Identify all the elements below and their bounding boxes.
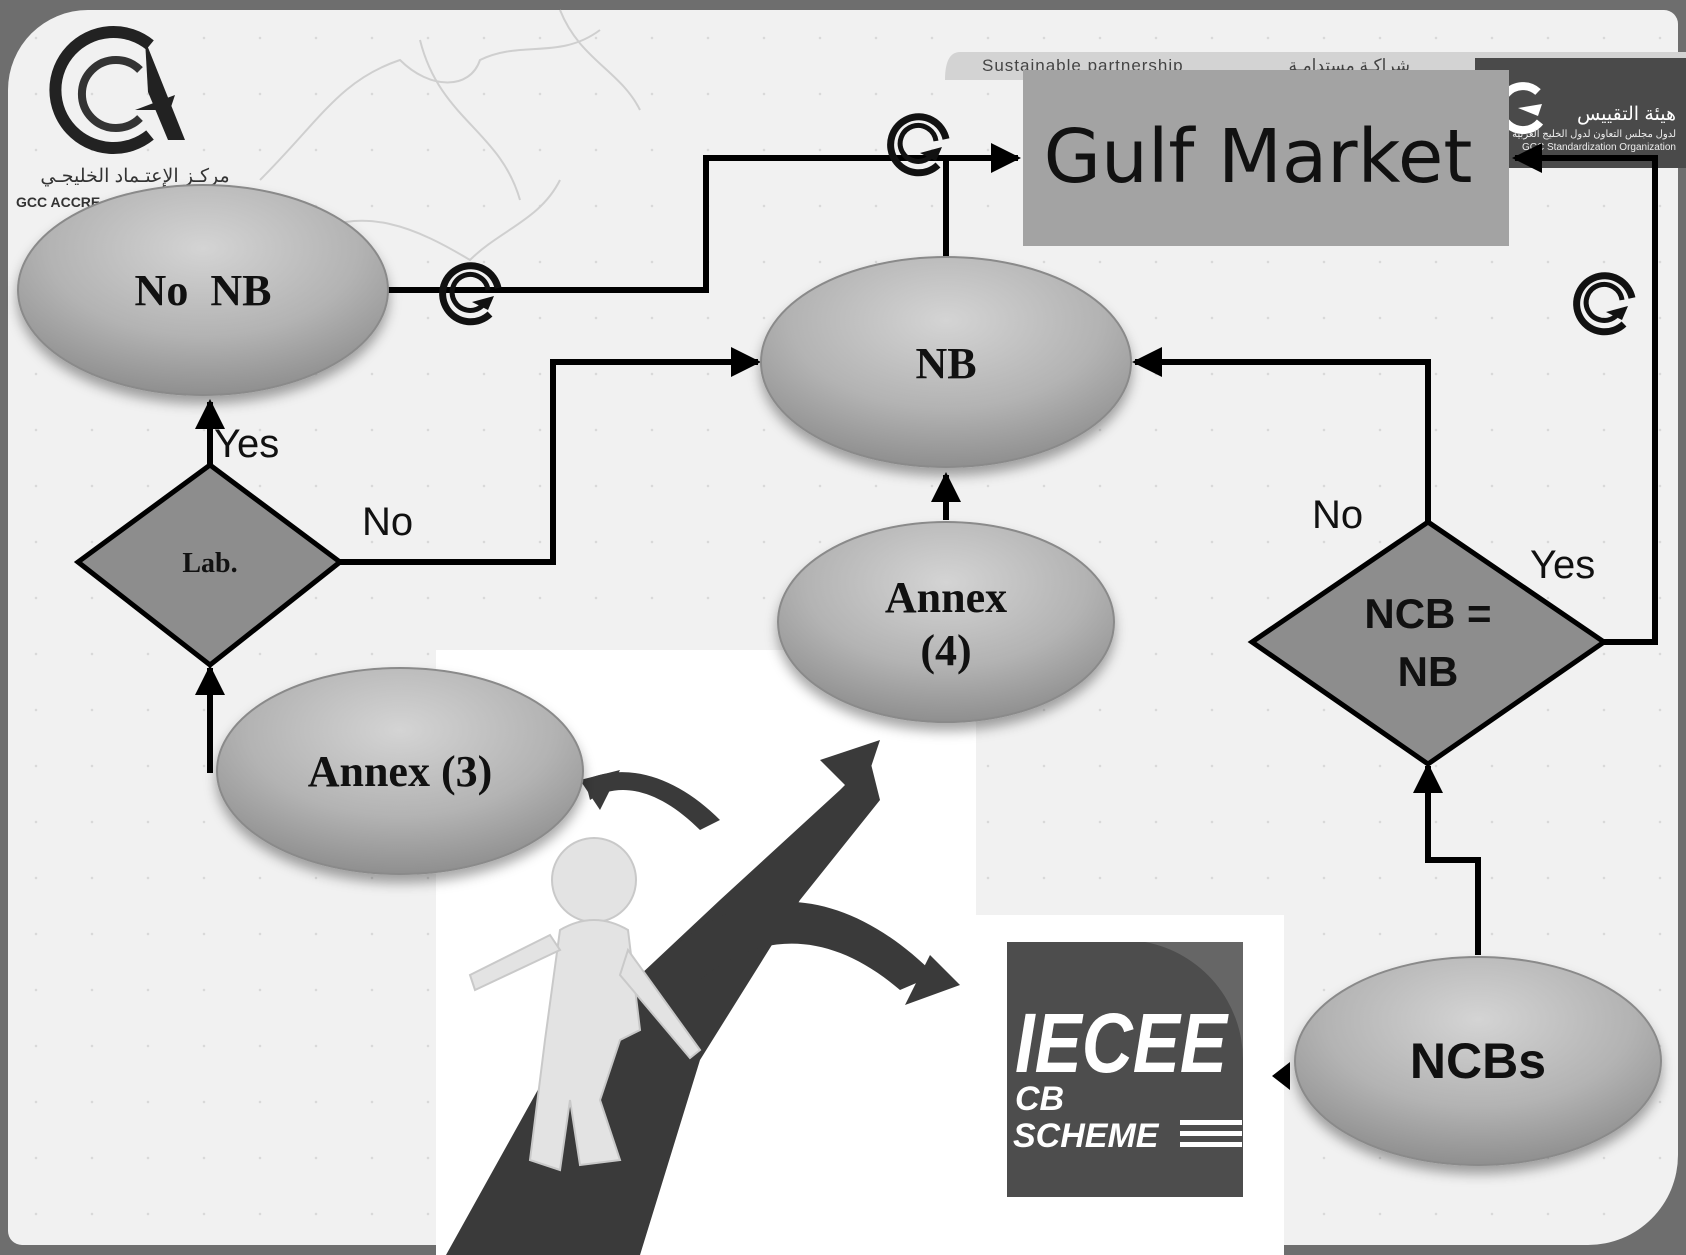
left-logo-arabic: مركـز الإعتـماد الخليجـي <box>40 166 229 187</box>
edge-lab-no-to-nb <box>340 347 761 565</box>
node-lab-decision: Lab. <box>73 461 345 669</box>
iecee-title: IECEE <box>1015 996 1229 1090</box>
gso-english: GCC Standardization Organization <box>1522 142 1676 153</box>
gso-logo: هيئة التقييس لدول مجلس التعاون لدول الخل… <box>1475 58 1686 168</box>
annex4-line2: (4) <box>920 626 971 675</box>
gso-arabic: هيئة التقييس <box>1577 104 1676 125</box>
no-nb-label: No NB <box>135 266 272 315</box>
small-c-mark-icon <box>891 117 946 173</box>
annex4-line1: Annex <box>885 573 1007 622</box>
left-logo-english: GCC ACCRE <box>16 194 100 210</box>
node-ncbs: NCBs <box>1294 956 1662 1166</box>
puzzle-decoration <box>259 9 641 262</box>
ncb-eq-line1: NCB = <box>1364 590 1491 637</box>
ncbs-label: NCBs <box>1410 1033 1546 1089</box>
ncb-eq-line2: NB <box>1398 648 1459 695</box>
small-c-mark-icon <box>443 266 498 322</box>
node-annex3: Annex (3) <box>216 667 584 875</box>
edge-ncb-yes-to-gulf <box>1512 143 1658 645</box>
gulf-market-label: Gulf Market <box>1044 114 1473 200</box>
node-nb: NB <box>760 256 1132 468</box>
nb-label: NB <box>915 339 976 388</box>
node-no-nb: No NB <box>17 184 389 396</box>
edge-ncbs-to-ncb <box>1413 763 1481 955</box>
arrow-ncbs-to-iecee <box>1272 1062 1290 1090</box>
edge-ncb-no-to-nb <box>1132 347 1431 522</box>
edge-nonb-to-gulf <box>388 143 1021 293</box>
gcc-accreditation-logo: مركـز الإعتـماد الخليجـي GCC ACCRE <box>16 26 230 210</box>
iecee-logo: IECEE CB SCHEME <box>1007 942 1243 1197</box>
connectors <box>195 143 1658 955</box>
lab-yes-label: Yes <box>214 422 279 466</box>
gulf-market-box: Gulf Market <box>1023 70 1509 246</box>
small-c-mark-icon <box>1577 276 1632 332</box>
ncb-yes-label: Yes <box>1530 543 1595 587</box>
lab-label: Lab. <box>182 548 237 579</box>
node-annex4: Annex (4) <box>777 521 1115 723</box>
iecee-scheme: SCHEME <box>1013 1117 1160 1155</box>
annex3-label: Annex (3) <box>308 747 493 796</box>
iecee-cb: CB <box>1015 1080 1064 1118</box>
node-ncb-eq-nb-decision: NCB = NB <box>1247 518 1609 768</box>
lab-no-label: No <box>362 500 413 544</box>
gso-arabic-subtitle: لدول مجلس التعاون لدول الخليج العربية <box>1512 129 1676 140</box>
ncb-no-label: No <box>1312 493 1363 537</box>
